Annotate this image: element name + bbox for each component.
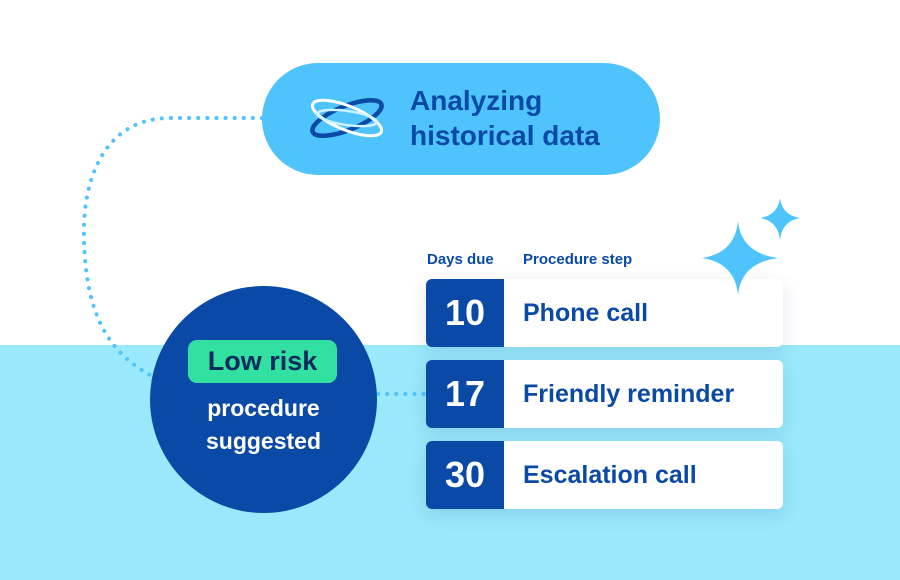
analyzing-status-pill: Analyzing historical data bbox=[262, 63, 660, 175]
sparkle-icon bbox=[702, 198, 800, 295]
risk-badge: Low risk bbox=[188, 340, 337, 383]
procedure-step-header: Procedure step bbox=[523, 251, 633, 268]
procedure-row: 10 Phone call bbox=[426, 279, 783, 347]
procedure-row: 17 Friendly reminder bbox=[426, 360, 783, 428]
result-line-1: procedure bbox=[207, 395, 320, 421]
status-line-1: Analyzing bbox=[410, 85, 543, 116]
days-due-header: Days due bbox=[427, 251, 494, 268]
procedure-step-label: Escalation call bbox=[523, 461, 697, 489]
status-line-2: historical data bbox=[410, 120, 600, 151]
procedure-step-label: Phone call bbox=[523, 299, 649, 327]
result-circle: Low risk procedure suggested bbox=[150, 286, 377, 513]
procedure-row: 30 Escalation call bbox=[426, 441, 783, 509]
status-text: Analyzing historical data bbox=[410, 83, 600, 153]
days-due-value: 10 bbox=[426, 279, 504, 347]
result-text: procedure suggested bbox=[150, 392, 377, 458]
result-line-2: suggested bbox=[205, 428, 322, 454]
days-due-value: 17 bbox=[426, 360, 504, 428]
procedure-step-label: Friendly reminder bbox=[523, 380, 735, 408]
orbit-icon bbox=[310, 97, 384, 139]
days-due-value: 30 bbox=[426, 441, 504, 509]
